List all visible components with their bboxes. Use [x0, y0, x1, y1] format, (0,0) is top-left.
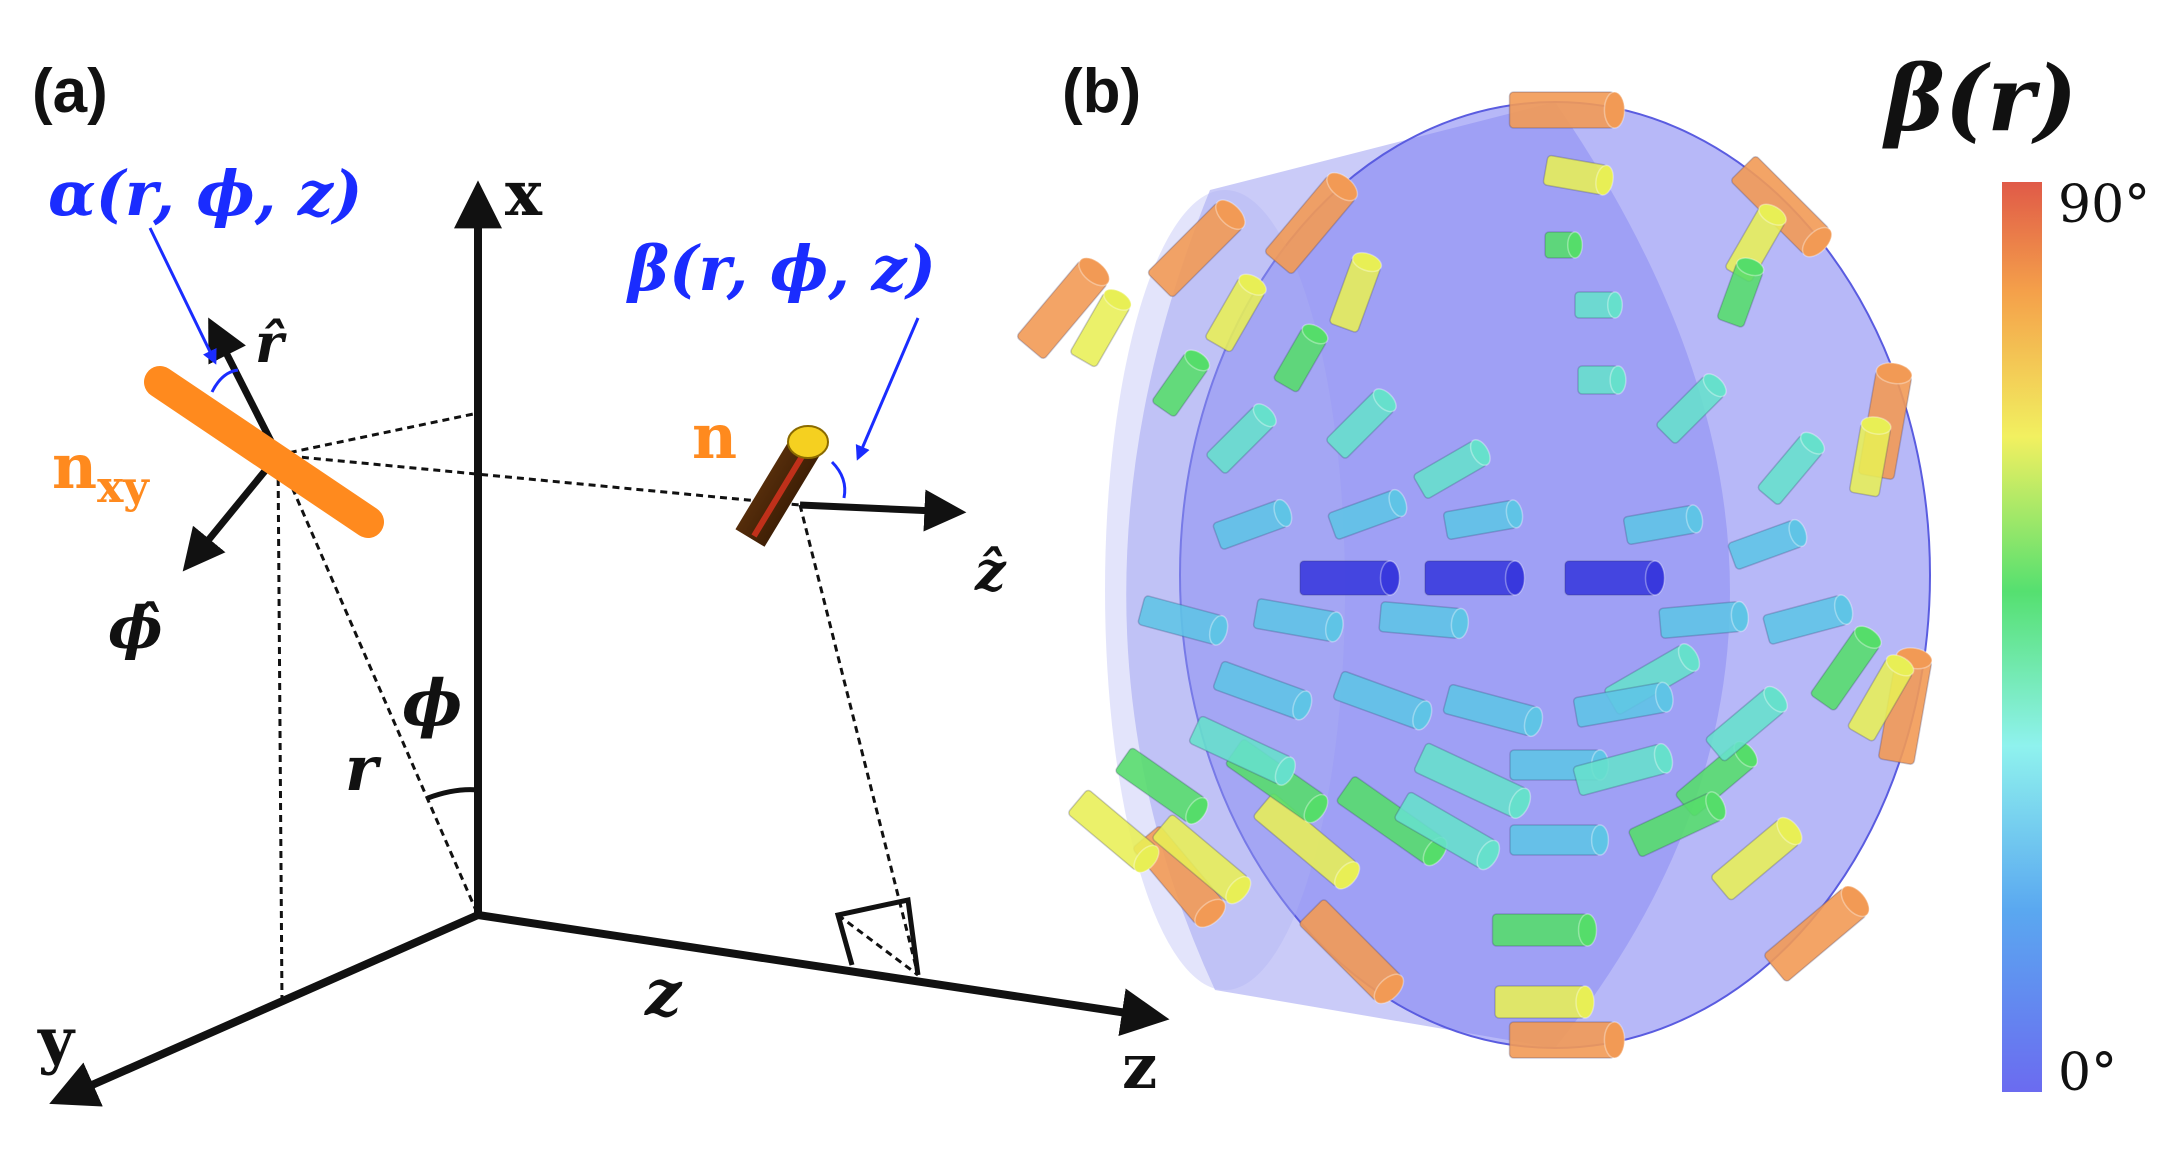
colorbar-max-label: 90°	[2058, 175, 2150, 235]
beta-pointer-arrow	[855, 317, 920, 461]
director-rod	[1656, 373, 1727, 444]
director-rod	[1378, 601, 1470, 640]
director-rod	[1564, 560, 1666, 596]
director-rod	[1716, 257, 1765, 328]
director-rod	[1508, 91, 1626, 129]
director-rod	[1577, 365, 1627, 395]
phi-angle-arc	[427, 787, 479, 801]
director-rod	[1572, 681, 1674, 728]
axis-z-label: z	[1122, 1030, 1157, 1103]
director-rod	[1705, 685, 1788, 762]
director-rod	[1544, 231, 1584, 259]
panel-b-label: (b)	[1062, 57, 1141, 126]
director-rod	[1206, 403, 1277, 474]
director-rod	[1442, 684, 1544, 738]
director-rod	[1542, 154, 1614, 196]
phi-hat-label: ϕ̂	[108, 594, 163, 662]
director-rod	[1253, 793, 1361, 890]
n-xy-label: nxy	[52, 430, 150, 513]
director-rod	[1205, 273, 1267, 353]
n-director-rod	[735, 425, 829, 547]
r-label: r	[345, 732, 382, 805]
right-angle-marker	[834, 896, 921, 976]
director-rod	[1264, 172, 1359, 274]
director-rod	[1574, 291, 1624, 319]
director-rod	[1727, 518, 1808, 570]
panel-a: (a)	[32, 57, 1170, 1107]
director-rod	[1299, 899, 1405, 1005]
coordinate-axes	[49, 180, 1170, 1107]
director-rod	[1764, 885, 1870, 982]
director-rod	[1572, 742, 1674, 796]
director-rod	[1658, 600, 1750, 639]
beta-label: β(r, ϕ, z)	[626, 232, 936, 305]
director-rod	[1016, 257, 1111, 359]
director-rod	[1442, 499, 1524, 540]
director-rod	[1757, 431, 1826, 505]
colorbar-title: β(r)	[1882, 46, 2077, 152]
director-rod	[1152, 349, 1211, 417]
director-rod	[1508, 1021, 1626, 1059]
director-rod	[1424, 560, 1526, 596]
panel-a-label: (a)	[32, 57, 108, 126]
z-axis	[477, 911, 1170, 1036]
director-rod	[1252, 598, 1344, 643]
director-rod	[1494, 985, 1595, 1019]
director-rod	[1327, 488, 1408, 540]
director-field	[1016, 91, 1933, 1059]
alpha-pointer-arrow	[148, 227, 217, 365]
director-rod	[1326, 388, 1397, 459]
director-rod	[1509, 824, 1610, 856]
director-rod	[1332, 670, 1433, 731]
director-rod	[1849, 416, 1892, 498]
director-rod	[1628, 791, 1727, 858]
director-rod	[1212, 498, 1293, 550]
director-rod	[1810, 625, 1882, 711]
n-label: n	[692, 400, 737, 473]
director-rod	[1188, 715, 1296, 786]
director-rod	[1070, 288, 1132, 368]
director-rod	[1147, 199, 1246, 298]
alpha-label: α(r, ϕ, z)	[48, 157, 362, 230]
director-rod	[1413, 742, 1532, 819]
director-rod	[1068, 789, 1160, 874]
director-rod	[1394, 791, 1501, 871]
director-rod	[1152, 814, 1252, 905]
director-rod	[1491, 913, 1598, 947]
n-xy-director	[144, 366, 384, 538]
colorbar	[2002, 182, 2042, 1092]
director-rod	[1299, 560, 1401, 596]
alpha-angle-arc	[210, 368, 239, 393]
axis-x-label: x	[505, 157, 543, 230]
director-rod	[1115, 747, 1209, 825]
r-hat-label: r̂	[255, 311, 287, 375]
director-rod	[1622, 504, 1704, 545]
director-rod	[1847, 654, 1915, 742]
director-rod	[1212, 660, 1313, 721]
construction-lines	[276, 411, 920, 1005]
phi-label: ϕ	[402, 666, 462, 741]
r-hat-vector	[208, 317, 282, 457]
z-hat-label: ẑ	[974, 539, 1007, 603]
y-axis	[49, 911, 480, 1107]
beta-angle-arc	[830, 460, 847, 499]
panel-b: (b) β(r) 90° 0°	[1016, 46, 2150, 1103]
director-rod	[1413, 439, 1491, 499]
director-rod	[1137, 595, 1229, 646]
director-rod	[1711, 816, 1803, 901]
director-rod	[1273, 323, 1329, 393]
axis-y-label: y	[37, 1004, 76, 1077]
colorbar-min-label: 0°	[2058, 1043, 2117, 1103]
z-label: z	[644, 956, 683, 1031]
phi-hat-vector	[182, 452, 281, 572]
director-rod	[1329, 251, 1383, 333]
director-rod	[1762, 594, 1854, 645]
z-hat-vector	[799, 489, 967, 532]
